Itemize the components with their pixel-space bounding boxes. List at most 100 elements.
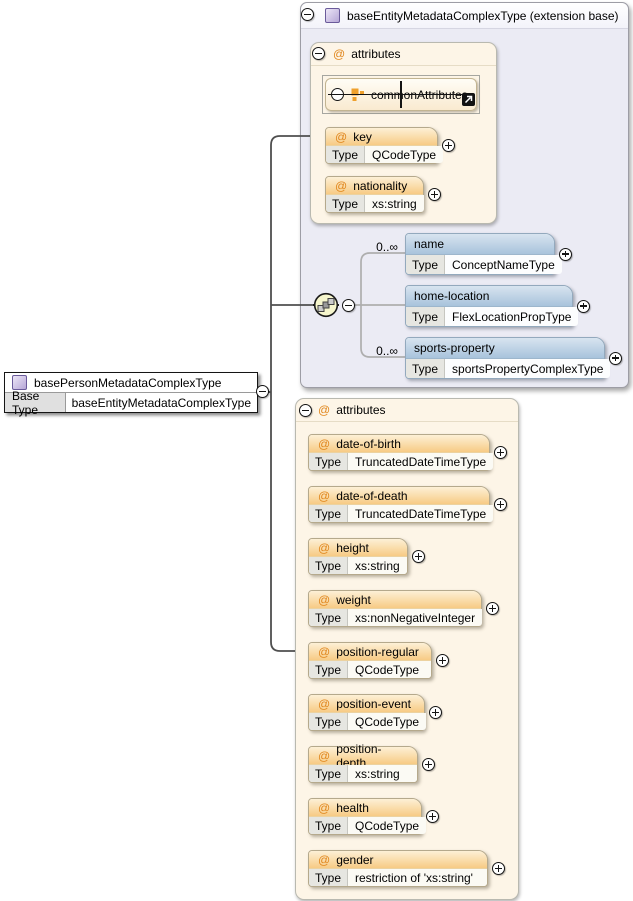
type-label: Type (309, 713, 349, 730)
type-value: TruncatedDateTimeType (348, 453, 494, 470)
complex-type-icon (325, 8, 340, 23)
attribute-date-of-birth[interactable]: @ date-of-birth Type TruncatedDateTimeTy… (308, 434, 507, 471)
local-attributes-label: attributes (336, 403, 386, 417)
attribute-icon: @ (318, 592, 331, 607)
type-label: Type (309, 453, 349, 470)
attribute-icon: @ (318, 436, 331, 451)
element-name-text: name (414, 237, 445, 251)
expand-common-attributes-button[interactable] (331, 88, 344, 101)
attribute-icon: @ (318, 488, 331, 503)
attribute-height[interactable]: @ height Type xs:string (308, 538, 425, 575)
type-value: FlexLocationPropType (445, 307, 579, 326)
complex-type-icon (12, 375, 27, 390)
expand-nationality-button[interactable] (428, 188, 441, 201)
attribute-position-event[interactable]: @ position-event Type QCodeType (308, 694, 442, 731)
type-value: xs:string (348, 557, 407, 574)
attribute-icon: @ (335, 178, 348, 193)
expand-position-depth-button[interactable] (422, 758, 435, 771)
collapse-extension-button[interactable] (301, 8, 314, 21)
element-home-location[interactable]: home-location Type FlexLocationPropType (405, 285, 590, 327)
attribute-date-of-death[interactable]: @ date-of-death Type TruncatedDateTimeTy… (308, 486, 507, 523)
element-name[interactable]: name Type ConceptNameType (405, 233, 572, 275)
type-label: Type (309, 765, 349, 782)
collapse-root-button[interactable] (256, 385, 269, 398)
type-value: xs:string (348, 765, 417, 782)
jump-to-definition-icon[interactable] (462, 93, 475, 109)
expand-sports-property-button[interactable] (609, 351, 622, 365)
type-label: Type (309, 609, 349, 626)
attribute-name: nationality (353, 178, 408, 193)
attribute-position-depth[interactable]: @ position-depth Type xs:string (308, 742, 435, 783)
local-attributes-header: @ attributes (296, 399, 518, 422)
base-type-value: baseEntityMetadataComplexType (65, 393, 257, 412)
expand-health-button[interactable] (426, 810, 439, 823)
expand-gender-button[interactable] (492, 862, 505, 875)
type-value: ConceptNameType (445, 255, 562, 274)
attribute-name: date-of-death (336, 488, 408, 503)
type-value: TruncatedDateTimeType (348, 505, 494, 522)
type-label: Type (406, 307, 446, 326)
type-label: Type (406, 255, 446, 274)
expand-date-of-death-button[interactable] (494, 498, 507, 511)
type-value: sportsPropertyComplexType (445, 359, 611, 378)
attribute-name: key (353, 129, 372, 144)
extension-base-title: baseEntityMetadataComplexType (extension… (347, 8, 619, 23)
element-name-text: sports-property (414, 341, 495, 355)
type-value: xs:nonNegativeInteger (348, 609, 483, 626)
root-title: basePersonMetadataComplexType (34, 375, 222, 390)
attribute-name: weight (336, 592, 371, 607)
attribute-health[interactable]: @ health Type QCodeType (308, 798, 439, 835)
base-type-label: Base Type (5, 389, 66, 417)
attribute-key[interactable]: @ key Type QCodeType (325, 127, 455, 164)
attribute-gender[interactable]: @ gender Type restriction of 'xs:string' (308, 850, 505, 887)
type-label: Type (309, 505, 349, 522)
element-name-text: home-location (414, 289, 490, 303)
attribute-icon: @ (318, 403, 331, 417)
attribute-icon: @ (318, 644, 331, 659)
attribute-name: health (336, 800, 369, 815)
attribute-icon: @ (335, 129, 348, 144)
expand-height-button[interactable] (412, 550, 425, 563)
expand-home-location-button[interactable] (577, 299, 590, 313)
type-value: QCodeType (348, 713, 427, 730)
attribute-name: position-event (336, 696, 411, 711)
sequence-icon[interactable] (313, 292, 339, 321)
expand-key-button[interactable] (442, 139, 455, 152)
attribute-icon: @ (318, 748, 331, 763)
attribute-weight[interactable]: @ weight Type xs:nonNegativeInteger (308, 590, 499, 627)
expand-position-event-button[interactable] (429, 706, 442, 719)
collapse-local-attributes-button[interactable] (299, 404, 312, 417)
type-label: Type (406, 359, 446, 378)
attribute-icon: @ (318, 852, 331, 867)
expand-name-button[interactable] (559, 247, 572, 261)
type-label: Type (326, 195, 366, 212)
collapse-inherited-attributes-button[interactable] (312, 47, 325, 60)
attribute-name: position-regular (336, 644, 419, 659)
type-value: QCodeType (348, 817, 427, 834)
type-value: xs:string (365, 195, 424, 212)
attribute-icon: @ (318, 800, 331, 815)
attribute-name: gender (336, 852, 374, 867)
attribute-nationality[interactable]: @ nationality Type xs:string (325, 176, 441, 213)
type-label: Type (309, 869, 349, 886)
inherited-attributes-label: attributes (351, 47, 401, 61)
attribute-icon: @ (318, 696, 331, 711)
attribute-icon: @ (318, 540, 331, 555)
type-value: QCodeType (348, 661, 431, 678)
expand-weight-button[interactable] (486, 602, 499, 615)
expand-date-of-birth-button[interactable] (494, 446, 507, 459)
extension-base-header: baseEntityMetadataComplexType (extension… (301, 3, 628, 29)
attribute-group-reference[interactable]: commonAttributes (322, 75, 480, 114)
collapse-sequence-button[interactable] (342, 299, 355, 312)
attribute-position-regular[interactable]: @ position-regular Type QCodeType (308, 642, 449, 679)
element-sports-property[interactable]: sports-property Type sportsPropertyCompl… (405, 337, 622, 379)
type-label: Type (309, 661, 349, 678)
expand-position-regular-button[interactable] (436, 654, 449, 667)
attribute-name: height (336, 540, 369, 555)
inherited-attributes-header: @ attributes (311, 43, 496, 66)
occurrence-label: 0..∞ (376, 240, 398, 254)
root-complex-type-box[interactable]: basePersonMetadataComplexType Base Type … (4, 372, 258, 417)
type-value: QCodeType (365, 146, 444, 163)
type-label: Type (309, 557, 349, 574)
